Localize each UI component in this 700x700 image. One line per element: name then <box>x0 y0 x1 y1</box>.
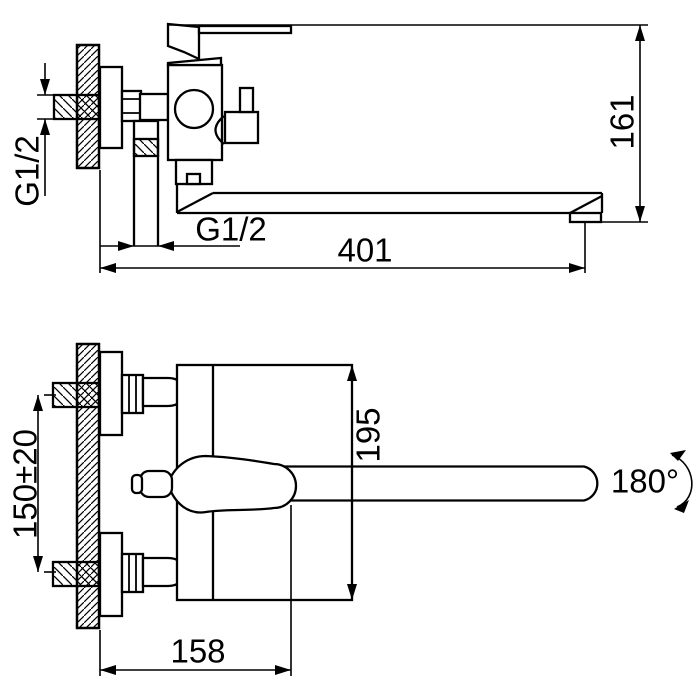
spout-nozzle <box>568 211 603 224</box>
diverter-stub <box>238 86 255 114</box>
wall-section-plan <box>75 342 101 630</box>
dim-label-150: 150±20 <box>7 429 44 539</box>
connector-pipe <box>138 92 170 122</box>
spout-side <box>175 184 604 224</box>
side-view: 161 401 G1/2 G1/2 <box>9 22 648 273</box>
shower-outlet-pipe <box>132 119 160 246</box>
handle-plan <box>166 454 298 514</box>
supply-stub-lower <box>51 560 101 588</box>
cartridge-dome <box>166 56 223 67</box>
hex-nut <box>120 89 143 123</box>
wall-hatch-plan <box>77 344 99 628</box>
hex-nut-upper <box>120 373 145 415</box>
supply-pipe-section <box>52 93 101 121</box>
swivel-joint-curve <box>214 115 225 145</box>
diverter-knob <box>138 469 174 499</box>
ball-joint <box>173 88 215 130</box>
spout-plan <box>265 465 599 502</box>
dim-label-180: 180° <box>611 463 679 500</box>
dim-label-401: 401 <box>337 232 392 269</box>
diverter-knob-tip <box>130 473 144 495</box>
dim-label-161: 161 <box>604 94 641 149</box>
escutcheon <box>98 65 124 150</box>
side-view-dimensions: 161 401 G1/2 G1/2 <box>9 24 648 273</box>
lever-blade <box>197 24 293 35</box>
dim-label-195: 195 <box>350 407 387 462</box>
lever-grip <box>166 22 201 61</box>
plan-view-dimensions: 195 150±20 158 180° <box>7 365 693 676</box>
shower-pipe-thread-section <box>132 137 160 158</box>
dim-label-158: 158 <box>170 633 225 670</box>
escutcheon-lower <box>98 531 124 618</box>
dim-label-g12-wall: G1/2 <box>9 135 46 207</box>
plan-view: 195 150±20 158 180° <box>7 342 693 676</box>
supply-stub-upper <box>51 381 101 409</box>
hex-nut-lower <box>120 552 145 594</box>
diverter-body <box>223 110 260 145</box>
dim-label-g12-shower: G1/2 <box>195 211 267 248</box>
aerator-tab <box>185 172 202 186</box>
escutcheon-upper <box>98 350 124 437</box>
